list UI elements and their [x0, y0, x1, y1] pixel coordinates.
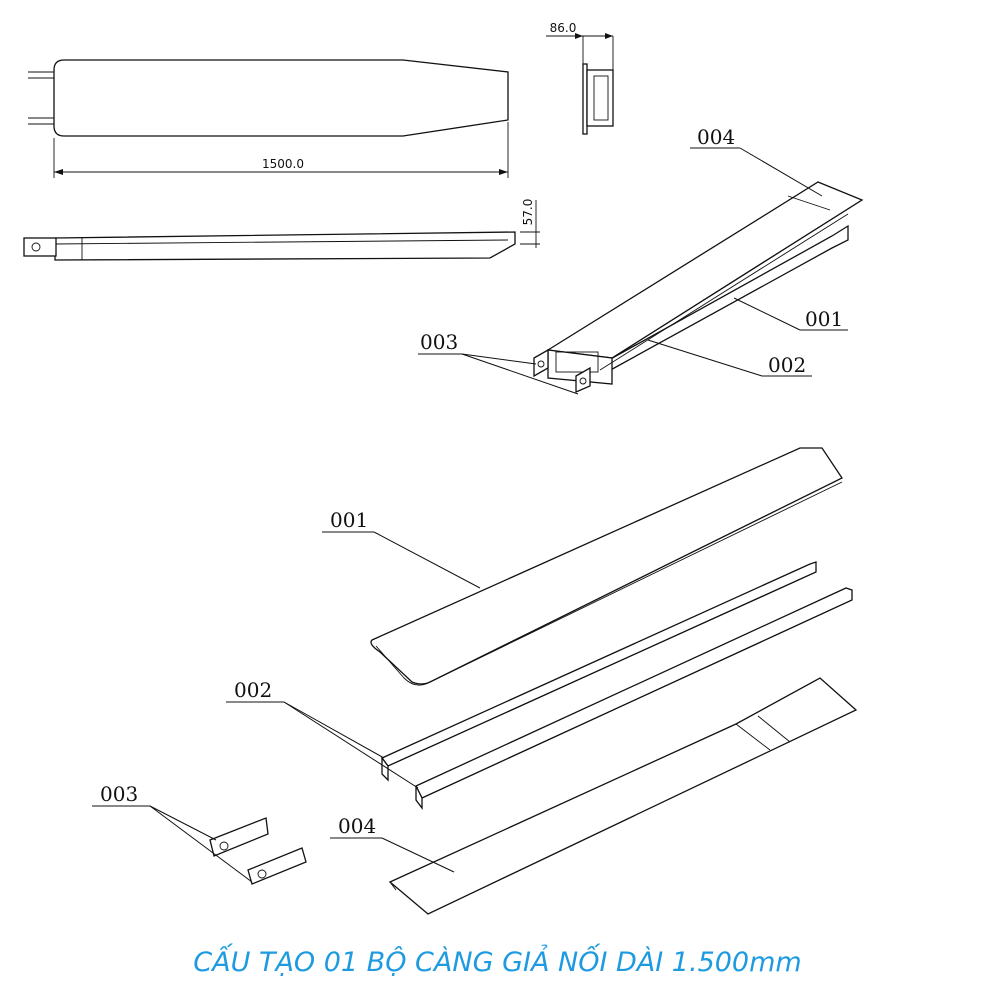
exploded-part-004 — [388, 677, 858, 915]
label-003-assembled: 003 — [420, 330, 458, 354]
assembled-isometric-view — [533, 181, 864, 393]
label-002-assembled: 002 — [768, 353, 806, 377]
exploded-part-001 — [370, 447, 843, 686]
label-001-assembled: 001 — [805, 307, 843, 331]
drawing-title: CẤU TẠO 01 BỘ CÀNG GIẢ NỐI DÀI 1.500mm — [193, 947, 802, 978]
exploded-part-003 — [209, 817, 307, 885]
end-view: 86.0 — [546, 21, 614, 135]
label-004-exploded: 004 — [338, 814, 376, 838]
side-view: 57.0 — [23, 199, 540, 261]
length-dimension: 1500.0 — [262, 157, 304, 171]
exploded-labels: 001 002 003 004 — [92, 508, 481, 883]
label-003-exploded: 003 — [100, 782, 138, 806]
height-dimension: 57.0 — [521, 199, 535, 226]
label-004-assembled: 004 — [697, 125, 735, 149]
width-dimension: 86.0 — [550, 21, 577, 35]
label-002-exploded: 002 — [234, 678, 272, 702]
assembled-labels: 004 001 002 003 — [418, 125, 848, 395]
exploded-part-002 — [380, 561, 853, 810]
label-001-exploded: 001 — [330, 508, 368, 532]
top-view: 1500.0 — [28, 59, 509, 178]
